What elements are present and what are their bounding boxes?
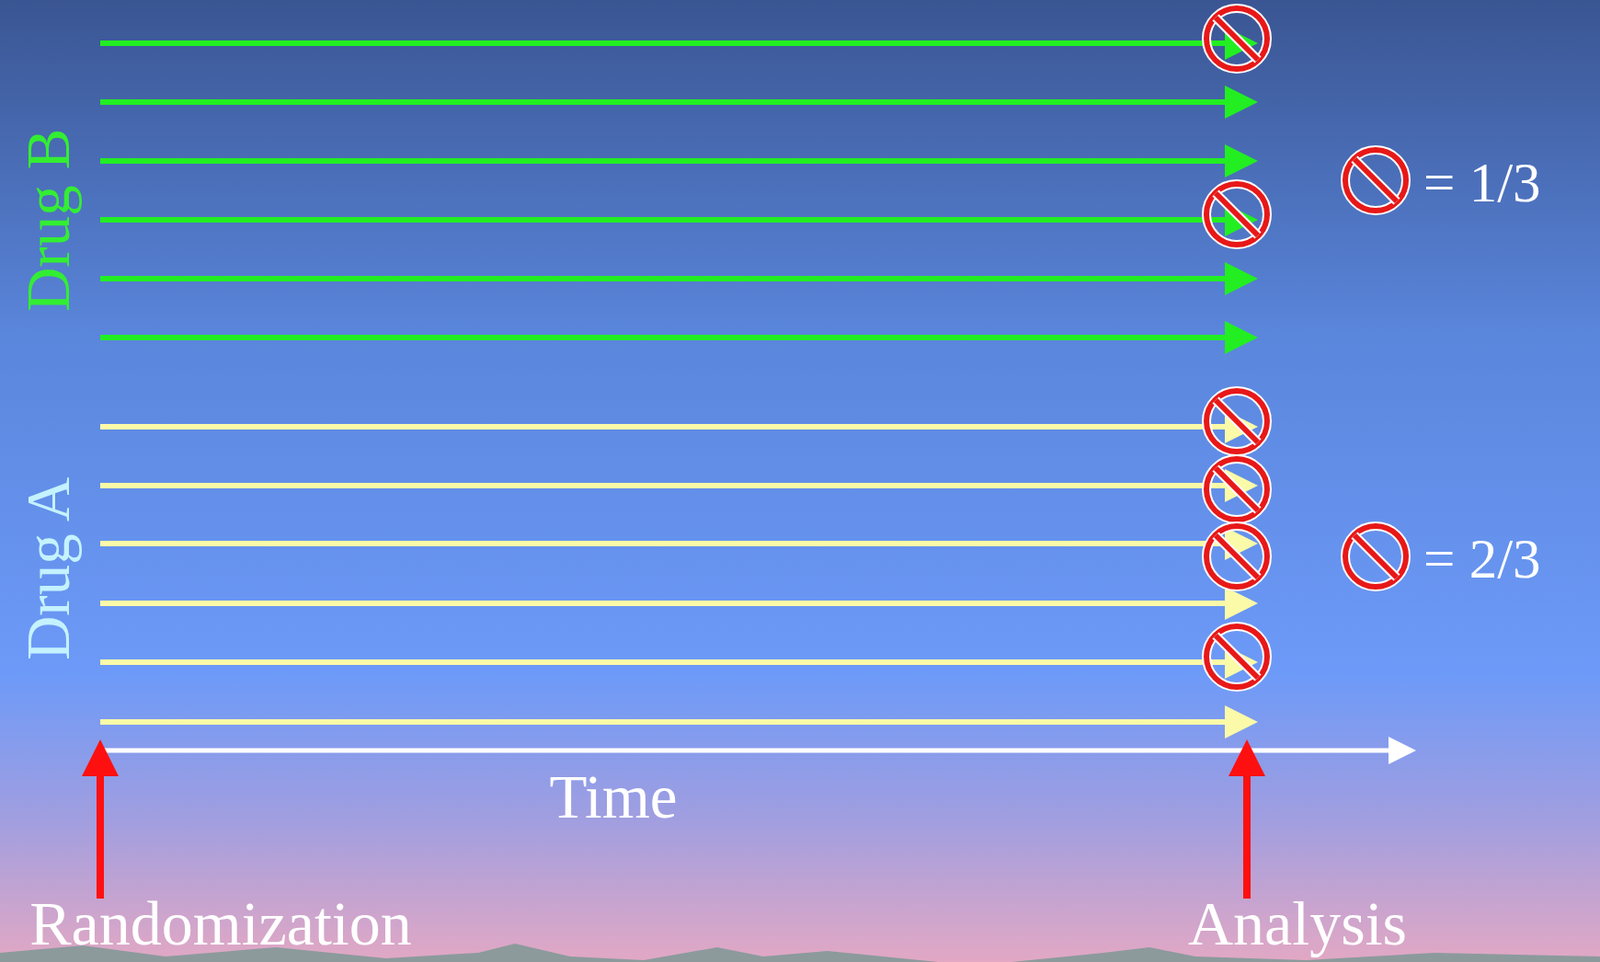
group-label: Drug A — [18, 476, 80, 660]
axis-label-text: Time — [548, 762, 677, 831]
event-symbols — [1206, 8, 1406, 687]
event-label: Analysis — [1188, 891, 1407, 955]
event-label-text: Randomization — [29, 888, 412, 959]
event-label: Randomization — [29, 891, 412, 955]
randomization-arrow — [96, 746, 104, 899]
event-label-text: Analysis — [1188, 888, 1407, 959]
axis-label: Time — [548, 765, 677, 828]
rate-label: = 1/3 — [1423, 154, 1542, 211]
group-label: Drug B — [18, 127, 80, 311]
rate-label: = 2/3 — [1423, 530, 1542, 587]
drug-b-lines — [100, 43, 1253, 338]
group-label-text: Drug B — [14, 127, 83, 311]
drug-a-lines — [100, 426, 1253, 722]
group-label-text: Drug A — [14, 476, 83, 660]
rate-label-text: = 2/3 — [1423, 527, 1542, 590]
analysis-arrow — [1243, 746, 1251, 899]
rate-label-text: = 1/3 — [1423, 151, 1542, 214]
time-axis — [100, 748, 1412, 754]
